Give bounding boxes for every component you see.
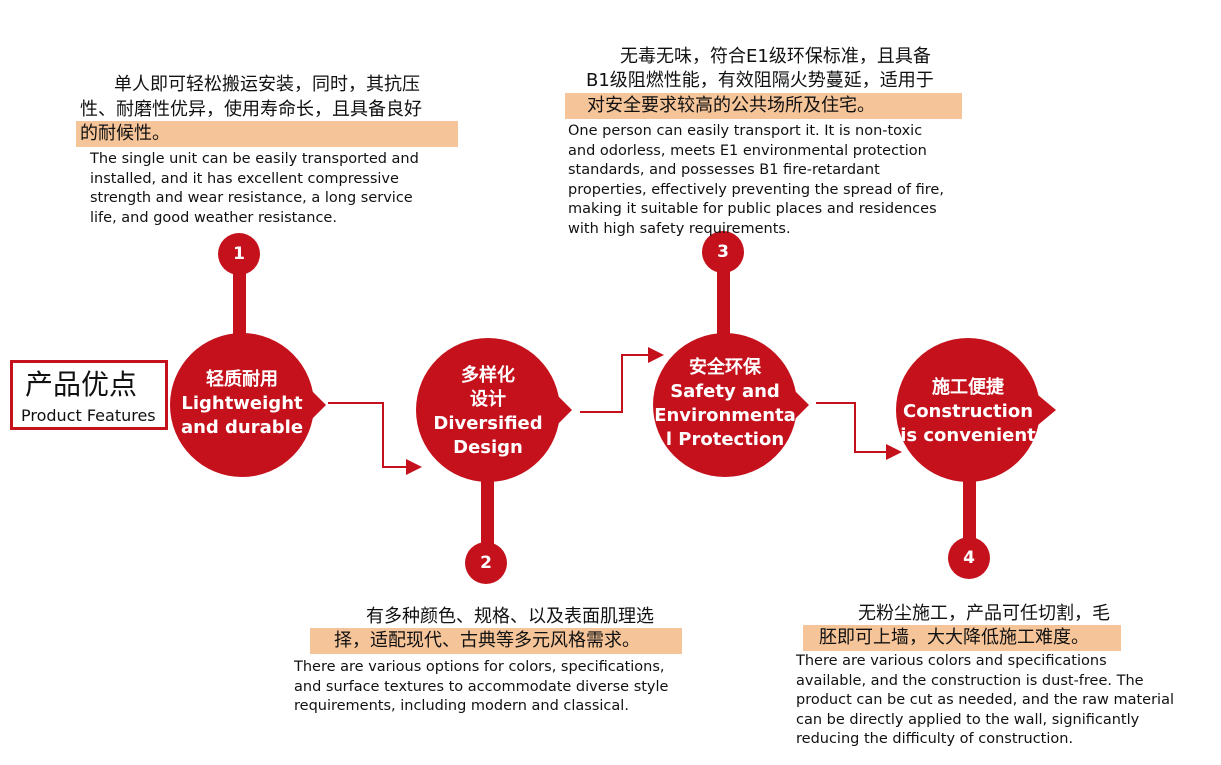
node-4-number-badge	[948, 537, 990, 579]
node-2-label-zh-2: 设计	[470, 389, 506, 410]
node-4-number: 4	[963, 548, 975, 568]
node-1-label-en-1: Lightweight	[181, 393, 303, 414]
node-3-label-en-2: Environmenta	[654, 405, 796, 426]
node-3-stem	[717, 262, 730, 350]
node-1-number: 1	[233, 244, 245, 264]
desc-3-zh-line-1: 无毒无味，符合E1级环保标准，且具备	[620, 46, 931, 67]
node-2-bubble	[416, 338, 572, 482]
desc-2-en: There are various options for colors, sp…	[294, 658, 668, 717]
node-3-label-en-3: l Protection	[665, 429, 785, 450]
node-1-bubble	[170, 333, 326, 477]
desc-1-zh-line-1: 单人即可轻松搬运安装，同时，其抗压	[114, 74, 420, 95]
node-4-stem	[963, 465, 976, 555]
node-3-label-zh: 安全环保	[689, 357, 761, 378]
node-2-number-badge	[465, 542, 507, 584]
desc-1-en: The single unit can be easily transporte…	[90, 150, 419, 228]
desc-1-en-line-4: life, and good weather resistance.	[90, 209, 337, 226]
node-1-label-zh: 轻质耐用	[206, 369, 278, 390]
arrow-1-to-2	[328, 402, 422, 475]
node-2-label: 多样化 设计 Diversified Design	[416, 364, 560, 460]
desc-3-en: One person can easily transport it. It i…	[568, 122, 944, 239]
desc-4-en-line-2: available, and the construction is dust-…	[796, 672, 1144, 689]
node-3-number-badge	[702, 231, 744, 273]
desc-4-zh-line-1: 无粉尘施工，产品可任切割，毛	[858, 603, 1110, 624]
arrow-3-to-4	[816, 402, 902, 460]
desc-3-en-line-2: and odorless, meets E1 environmental pro…	[568, 142, 927, 159]
node-4-label-en-1: Construction	[902, 401, 1034, 422]
desc-3-en-line-3: standards, and possesses B1 fire-retarda…	[568, 162, 880, 178]
desc-4-en-line-3: product can be cut as needed, and the ra…	[796, 692, 1174, 708]
desc-4-en-line-4: can be directly applied to the wall, sig…	[796, 711, 1140, 728]
desc-4-zh-line-2: 胚即可上墙，大大降低施工难度。	[803, 625, 1121, 651]
desc-3-zh-line-3: 对安全要求较高的公共场所及住宅。	[565, 93, 962, 119]
desc-3-en-line-1: One person can easily transport it. It i…	[568, 123, 923, 139]
title-chinese: 产品优点	[25, 368, 138, 401]
desc-2-zh-line-2: 择，适配现代、古典等多元风格需求。	[310, 628, 682, 654]
product-features-title-box: 产品优点 Product Features	[10, 360, 168, 430]
desc-3-en-line-5: making it suitable for public places and…	[568, 201, 937, 217]
desc-1-en-line-1: The single unit can be easily transporte…	[90, 151, 419, 167]
node-3-label-en-1: Safety and	[670, 381, 780, 402]
node-2-label-en-1: Diversified	[433, 413, 543, 434]
desc-1-zh-line-3: 的耐候性。	[76, 121, 458, 147]
node-4-label-zh: 施工便捷	[932, 377, 1004, 398]
desc-3-en-line-4: properties, effectively preventing the s…	[568, 181, 944, 198]
node-2-stem	[481, 465, 494, 560]
desc-2-en-line-2: and surface textures to accommodate dive…	[294, 678, 669, 695]
desc-3-zh-line-2: B1级阻燃性能，有效阻隔火势蔓延，适用于	[586, 70, 934, 91]
desc-1-en-line-3: strength and wear resistance, a long ser…	[90, 190, 413, 206]
node-3-bubble	[653, 333, 809, 477]
node-4-bubble	[896, 338, 1056, 482]
node-4-label: 施工便捷 Construction is convenient	[896, 376, 1040, 448]
desc-1-zh-line-2: 性、耐磨性优异，使用寿命长，且具备良好	[80, 99, 422, 120]
node-3-label: 安全环保 Safety and Environmenta l Protectio…	[653, 356, 797, 452]
desc-2-zh-line-1: 有多种颜色、规格、以及表面肌理选	[366, 606, 654, 627]
node-2-label-en-2: Design	[453, 437, 523, 458]
desc-1-en-line-2: installed, and it has excellent compress…	[90, 170, 399, 187]
desc-2-en-line-3: requirements, including modern and class…	[294, 698, 629, 714]
node-4-label-en-2: is convenient	[900, 425, 1036, 446]
node-2-number: 2	[480, 553, 492, 573]
arrow-2-to-3	[580, 347, 664, 413]
node-3-number: 3	[717, 242, 729, 262]
node-1-number-badge	[218, 233, 260, 275]
desc-4-en-line-1: There are various colors and specificati…	[796, 653, 1107, 669]
node-2-label-zh-1: 多样化	[461, 365, 515, 386]
desc-4-en: There are various colors and specificati…	[796, 652, 1174, 750]
node-1-label-en-2: and durable	[180, 417, 304, 438]
desc-4-en-line-5: reducing the difficulty of construction.	[796, 731, 1074, 747]
desc-2-en-line-1: There are various options for colors, sp…	[294, 659, 665, 675]
node-1-label: 轻质耐用 Lightweight and durable	[170, 368, 314, 440]
node-1-stem	[233, 262, 246, 352]
desc-3-en-line-6: with high safety requirements.	[568, 220, 791, 237]
title-english: Product Features	[21, 406, 156, 425]
